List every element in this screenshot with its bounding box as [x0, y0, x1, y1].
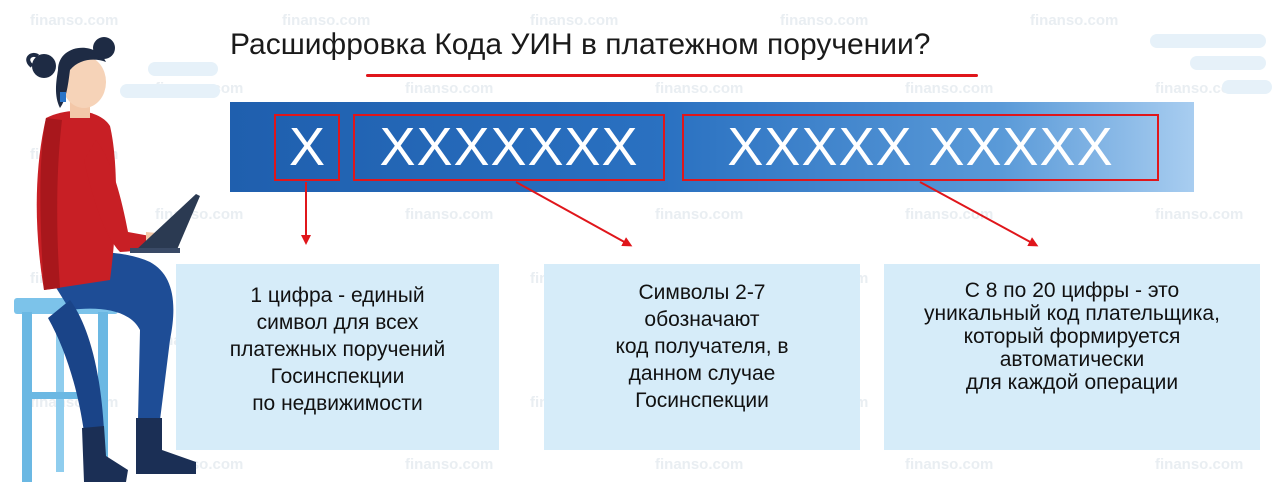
description-payer: С 8 по 20 цифры - это уникальный код пла…	[884, 264, 1260, 450]
person-with-laptop-illustration	[14, 37, 200, 482]
arrow-recipient	[515, 181, 633, 247]
cloud-decoration	[148, 62, 218, 76]
cloud-decoration	[1150, 34, 1266, 48]
title-underline	[366, 74, 978, 77]
cloud-decoration	[1222, 80, 1272, 94]
cloud-decoration	[120, 84, 220, 98]
code-segment-recipient: XXXXXXX	[353, 114, 665, 181]
arrow-payer	[919, 181, 1039, 247]
code-segment-payer: XXXXX XXXXX	[682, 114, 1159, 181]
uin-code-bar	[230, 102, 1194, 192]
description-text: Символы 2-7 обозначают код получателя, в…	[615, 281, 789, 412]
cloud-decoration	[1190, 56, 1266, 70]
description-recipient: Символы 2-7 обозначают код получателя, в…	[544, 264, 860, 450]
description-text: С 8 по 20 цифры - это уникальный код пла…	[924, 279, 1220, 394]
code-segment-first-digit: X	[274, 114, 340, 181]
description-text: 1 цифра - единый символ для всех платежн…	[229, 284, 446, 415]
page-title: Расшифровка Кода УИН в платежном поручен…	[230, 28, 931, 61]
description-first-digit: 1 цифра - единый символ для всех платежн…	[176, 264, 499, 450]
